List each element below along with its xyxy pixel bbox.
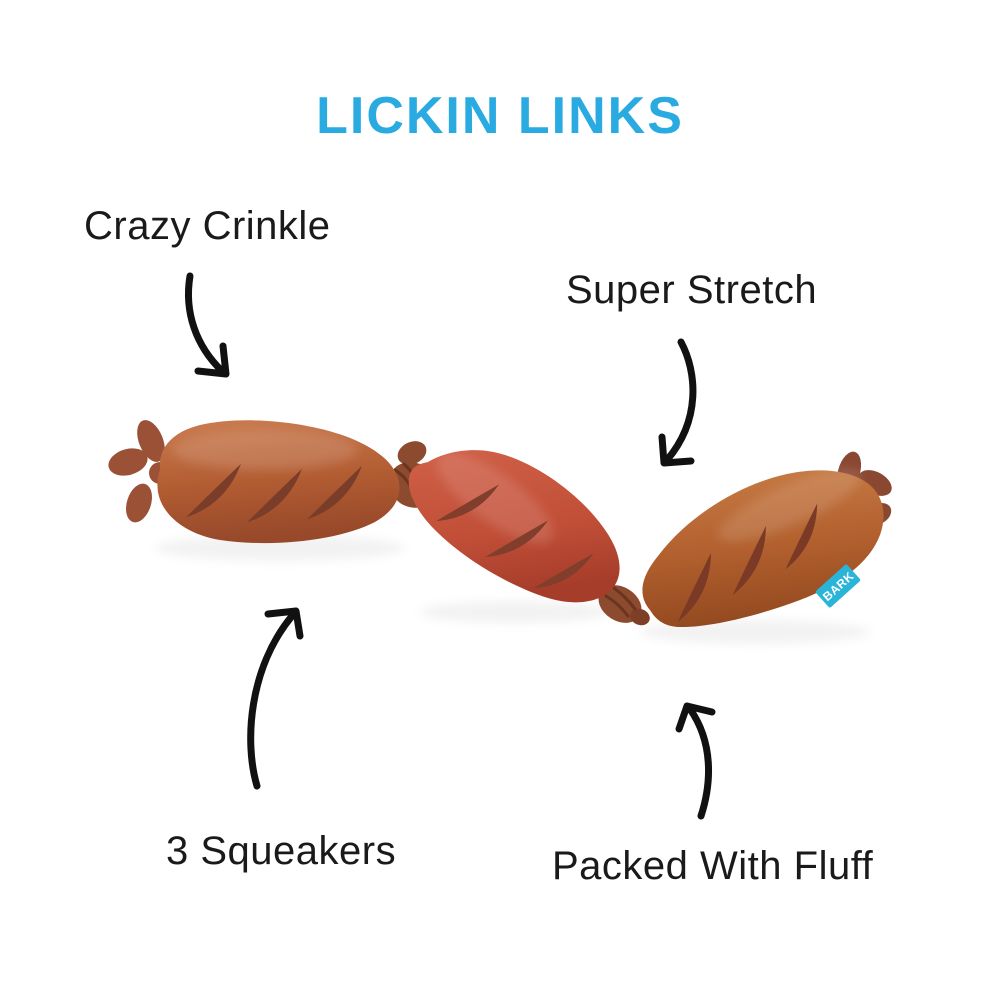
sausage-link-right: BARK — [642, 468, 884, 628]
callout-label-crazy-crinkle: Crazy Crinkle — [84, 204, 331, 248]
arrow-crazy-crinkle — [184, 272, 230, 378]
sausage-link-middle — [408, 450, 620, 604]
callout-label-three-squeakers: 3 Squeakers — [166, 829, 397, 873]
callout-label-packed-with-fluff: Packed With Fluff — [552, 844, 874, 888]
callout-label-super-stretch: Super Stretch — [566, 268, 818, 312]
right-twist-knot — [598, 585, 650, 626]
arrow-super-stretch — [658, 338, 697, 467]
page-title: LICKIN LINKS — [316, 87, 684, 145]
sausage-link-left — [157, 420, 400, 544]
arrow-packed-with-fluff — [675, 702, 716, 820]
arrow-three-squeakers — [247, 607, 304, 790]
left-fluff-end — [108, 420, 171, 523]
